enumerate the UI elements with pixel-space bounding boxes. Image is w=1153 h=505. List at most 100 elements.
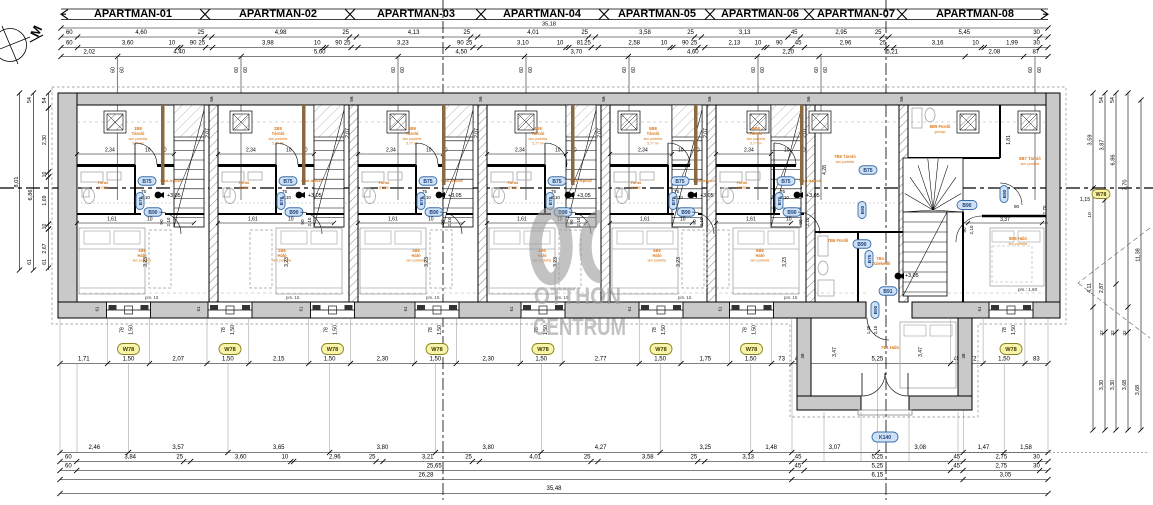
- svg-text:90: 90: [440, 219, 445, 225]
- svg-text:25: 25: [198, 30, 205, 36]
- svg-text:7B6 Fürdő: 7B6 Fürdő: [828, 238, 849, 243]
- svg-text:W78: W78: [655, 347, 667, 353]
- svg-text:2,02: 2,02: [83, 50, 95, 56]
- svg-text:83: 83: [1033, 357, 1040, 363]
- svg-text:1,99: 1,99: [1006, 41, 1018, 47]
- svg-text:6B6: 6B6: [756, 248, 764, 253]
- svg-text:APARTMAN-07: APARTMAN-07: [817, 8, 895, 20]
- svg-text:Tároló: Tároló: [132, 131, 145, 136]
- svg-text:B75: B75: [419, 196, 424, 205]
- svg-text:45: 45: [795, 455, 802, 461]
- svg-text:61: 61: [27, 259, 33, 265]
- svg-text:lam.parketta: lam.parketta: [129, 137, 148, 141]
- svg-text:78: 78: [428, 327, 434, 333]
- svg-text:Közl-lépcső: Közl-lépcső: [693, 179, 715, 183]
- svg-text:6,86: 6,86: [1111, 155, 1117, 166]
- svg-text:4,01: 4,01: [527, 30, 539, 36]
- svg-text:APARTMAN-03: APARTMAN-03: [377, 8, 455, 20]
- svg-text:pm. 15: pm. 15: [555, 295, 569, 300]
- svg-text:Tároló: Tároló: [406, 131, 419, 136]
- svg-text:10: 10: [680, 217, 686, 223]
- svg-text:2,13: 2,13: [729, 41, 741, 47]
- svg-text:lam.parketta: lam.parketta: [269, 137, 288, 141]
- svg-text:2,34: 2,34: [246, 148, 256, 154]
- svg-text:4,98: 4,98: [275, 30, 287, 36]
- svg-text:6,15: 6,15: [872, 473, 884, 479]
- svg-text:4,11: 4,11: [1087, 283, 1093, 293]
- svg-text:45: 45: [953, 464, 960, 470]
- svg-text:5,60: 5,60: [314, 50, 326, 56]
- svg-text:Tároló: Tároló: [647, 131, 660, 136]
- svg-text:10: 10: [557, 41, 564, 47]
- svg-text:60: 60: [528, 67, 534, 73]
- svg-text:2,10: 2,10: [141, 195, 150, 200]
- svg-text:3,68: 3,68: [1122, 380, 1128, 390]
- svg-text:4,40: 4,40: [174, 50, 186, 56]
- svg-text:+3,05: +3,05: [700, 193, 714, 199]
- svg-text:2,10: 2,10: [969, 225, 974, 234]
- svg-text:2,10: 2,10: [699, 217, 704, 226]
- svg-text:10: 10: [147, 217, 153, 223]
- svg-text:2B8: 2B8: [274, 126, 282, 131]
- svg-text:75: 75: [551, 189, 557, 194]
- svg-text:75: 75: [674, 189, 680, 194]
- svg-text:Háló: Háló: [137, 253, 147, 258]
- svg-text:B90: B90: [681, 210, 690, 216]
- svg-text:1,69: 1,69: [42, 195, 48, 205]
- svg-text:3,59: 3,59: [1088, 135, 1094, 146]
- svg-text:Közl-lépcső: Közl-lépcső: [570, 179, 592, 183]
- svg-text:4B8: 4B8: [534, 126, 542, 131]
- svg-text:APARTMAN-06: APARTMAN-06: [721, 8, 799, 20]
- svg-text:5,77 m²: 5,77 m²: [272, 142, 284, 146]
- svg-text:3,84: 3,84: [124, 455, 136, 461]
- svg-text:90: 90: [335, 41, 342, 47]
- svg-text:3,23: 3,23: [397, 41, 409, 47]
- svg-text:3,37: 3,37: [1000, 217, 1010, 223]
- svg-text:greslap: greslap: [631, 186, 642, 190]
- svg-text:Közl-lépcső: Közl-lépcső: [160, 179, 182, 183]
- svg-text:Közlekedő: Közlekedő: [870, 261, 891, 266]
- svg-text:10: 10: [755, 41, 762, 47]
- svg-text:10: 10: [678, 148, 684, 154]
- svg-text:1,61: 1,61: [248, 217, 258, 223]
- svg-text:25: 25: [198, 41, 205, 47]
- svg-text:10: 10: [169, 41, 176, 47]
- svg-text:60: 60: [519, 67, 525, 73]
- svg-text:4,60: 4,60: [135, 30, 147, 36]
- svg-text:2,70: 2,70: [1042, 205, 1047, 214]
- svg-text:2,10: 2,10: [422, 195, 431, 200]
- svg-text:61: 61: [403, 306, 408, 311]
- svg-text:60: 60: [119, 67, 125, 73]
- svg-text:8B9 Fürdő: 8B9 Fürdő: [930, 124, 951, 129]
- svg-text:3,58: 3,58: [639, 30, 651, 36]
- svg-text:25: 25: [875, 30, 882, 36]
- svg-text:B90: B90: [857, 242, 866, 248]
- svg-text:W78: W78: [746, 347, 758, 353]
- svg-text:Háló: Háló: [277, 253, 287, 258]
- svg-text:+3,05: +3,05: [577, 193, 591, 199]
- svg-text:K140: K140: [879, 435, 891, 441]
- svg-text:10: 10: [1087, 212, 1093, 218]
- svg-text:90: 90: [190, 41, 197, 47]
- svg-text:78: 78: [120, 327, 126, 333]
- svg-text:38: 38: [800, 353, 805, 358]
- svg-text:2,30: 2,30: [42, 135, 48, 145]
- svg-text:B75: B75: [675, 179, 684, 185]
- svg-text:3,16: 3,16: [932, 41, 944, 47]
- svg-text:54: 54: [1099, 97, 1105, 103]
- svg-text:2,58: 2,58: [628, 41, 640, 47]
- svg-text:32: 32: [1099, 330, 1105, 336]
- svg-text:3,58: 3,58: [642, 455, 654, 461]
- svg-text:+3,05: +3,05: [448, 193, 462, 199]
- svg-text:+3,05: +3,05: [905, 273, 919, 279]
- svg-text:10: 10: [288, 217, 294, 223]
- svg-text:60: 60: [391, 67, 397, 73]
- svg-text:3,23: 3,23: [782, 257, 788, 267]
- svg-text:1,50: 1,50: [129, 325, 135, 335]
- svg-text:2,87: 2,87: [1099, 283, 1105, 293]
- svg-text:3,80: 3,80: [377, 445, 389, 451]
- svg-text:1,50: 1,50: [535, 357, 547, 363]
- svg-text:1,50: 1,50: [654, 357, 666, 363]
- svg-text:greslap: greslap: [934, 130, 945, 134]
- svg-text:78: 78: [652, 327, 658, 333]
